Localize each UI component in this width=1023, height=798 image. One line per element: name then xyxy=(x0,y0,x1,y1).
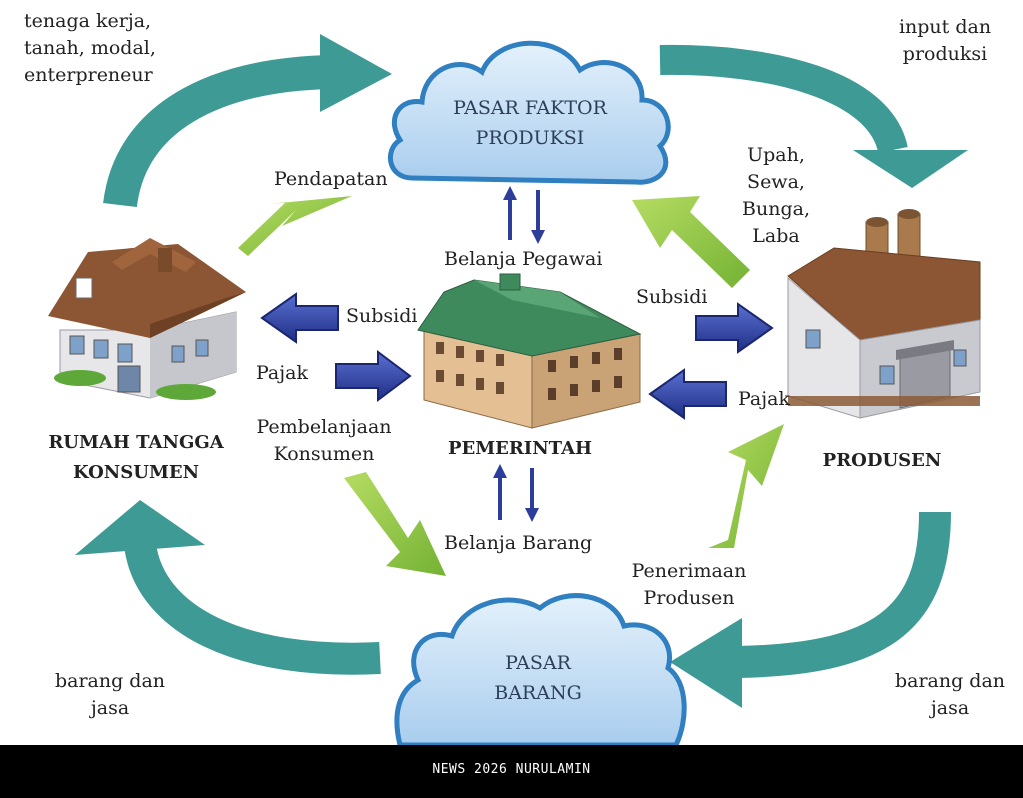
blue-arrow-subsidi-right xyxy=(695,302,774,354)
footer-bar: NEWS 2026 NURULAMIN xyxy=(0,745,1023,798)
cloud-pasar-faktor xyxy=(388,40,671,185)
produsen-label: PRODUSEN xyxy=(822,450,942,471)
green-arrow-upah xyxy=(632,196,750,288)
teal-arrow-bottom-right xyxy=(670,511,951,708)
label-pajak-left: Pajak xyxy=(256,362,308,384)
blue-arrow-pajak-left xyxy=(335,350,412,402)
label-upah-sewa-bunga-laba: Upah, Sewa, Bunga, Laba xyxy=(742,144,810,247)
blue-arrow-subsidi-left xyxy=(260,292,339,344)
teal-arrow-top-right xyxy=(659,44,968,188)
blue-arrow-pajak-right xyxy=(648,368,727,420)
diagram-artwork xyxy=(48,34,981,745)
label-pajak-right: Pajak xyxy=(738,388,790,410)
label-barang-dan-jasa-left: barang dan jasa xyxy=(54,670,166,719)
green-arrow-penerimaan xyxy=(708,424,784,548)
circular-flow-diagram: PASAR FAKTOR PRODUKSI PASAR BARANG RUMAH… xyxy=(0,0,1023,745)
green-arrow-pendapatan xyxy=(238,196,352,256)
label-belanja-barang: Belanja Barang xyxy=(444,532,593,554)
label-subsidi-right: Subsidi xyxy=(636,286,708,308)
government-building-illustration xyxy=(417,273,642,429)
label-subsidi-left: Subsidi xyxy=(346,305,418,327)
teal-arrow-top-left xyxy=(103,34,392,208)
teal-arrow-bottom-left xyxy=(75,500,381,675)
house-illustration xyxy=(48,238,246,400)
pasar-barang-label: PASAR BARANG xyxy=(494,652,582,704)
label-penerimaan-produsen: Penerimaan Produsen xyxy=(631,560,747,609)
pemerintah-label: PEMERINTAH xyxy=(447,438,593,459)
label-input-dan-produksi: input dan produksi xyxy=(898,16,992,65)
blue-arrows-belanja-pegawai xyxy=(503,186,545,244)
factory-illustration xyxy=(787,209,981,419)
label-tenaga-kerja: tenaga kerja, tanah, modal, enterpreneur xyxy=(24,10,156,86)
blue-arrows-belanja-barang xyxy=(493,464,539,522)
label-pembelanjaan-konsumen: Pembelanjaan Konsumen xyxy=(256,416,392,465)
label-barang-dan-jasa-right: barang dan jasa xyxy=(894,670,1006,719)
green-arrow-pembelanjaan xyxy=(344,472,446,576)
label-belanja-pegawai: Belanja Pegawai xyxy=(444,248,603,270)
pasar-faktor-produksi-label: PASAR FAKTOR PRODUKSI xyxy=(453,97,607,149)
footer-watermark-text: NEWS 2026 NURULAMIN xyxy=(432,762,591,777)
rumah-tangga-konsumen-label: RUMAH TANGGA KONSUMEN xyxy=(48,432,224,483)
cloud-pasar-barang xyxy=(394,593,687,745)
label-pendapatan: Pendapatan xyxy=(274,168,388,190)
